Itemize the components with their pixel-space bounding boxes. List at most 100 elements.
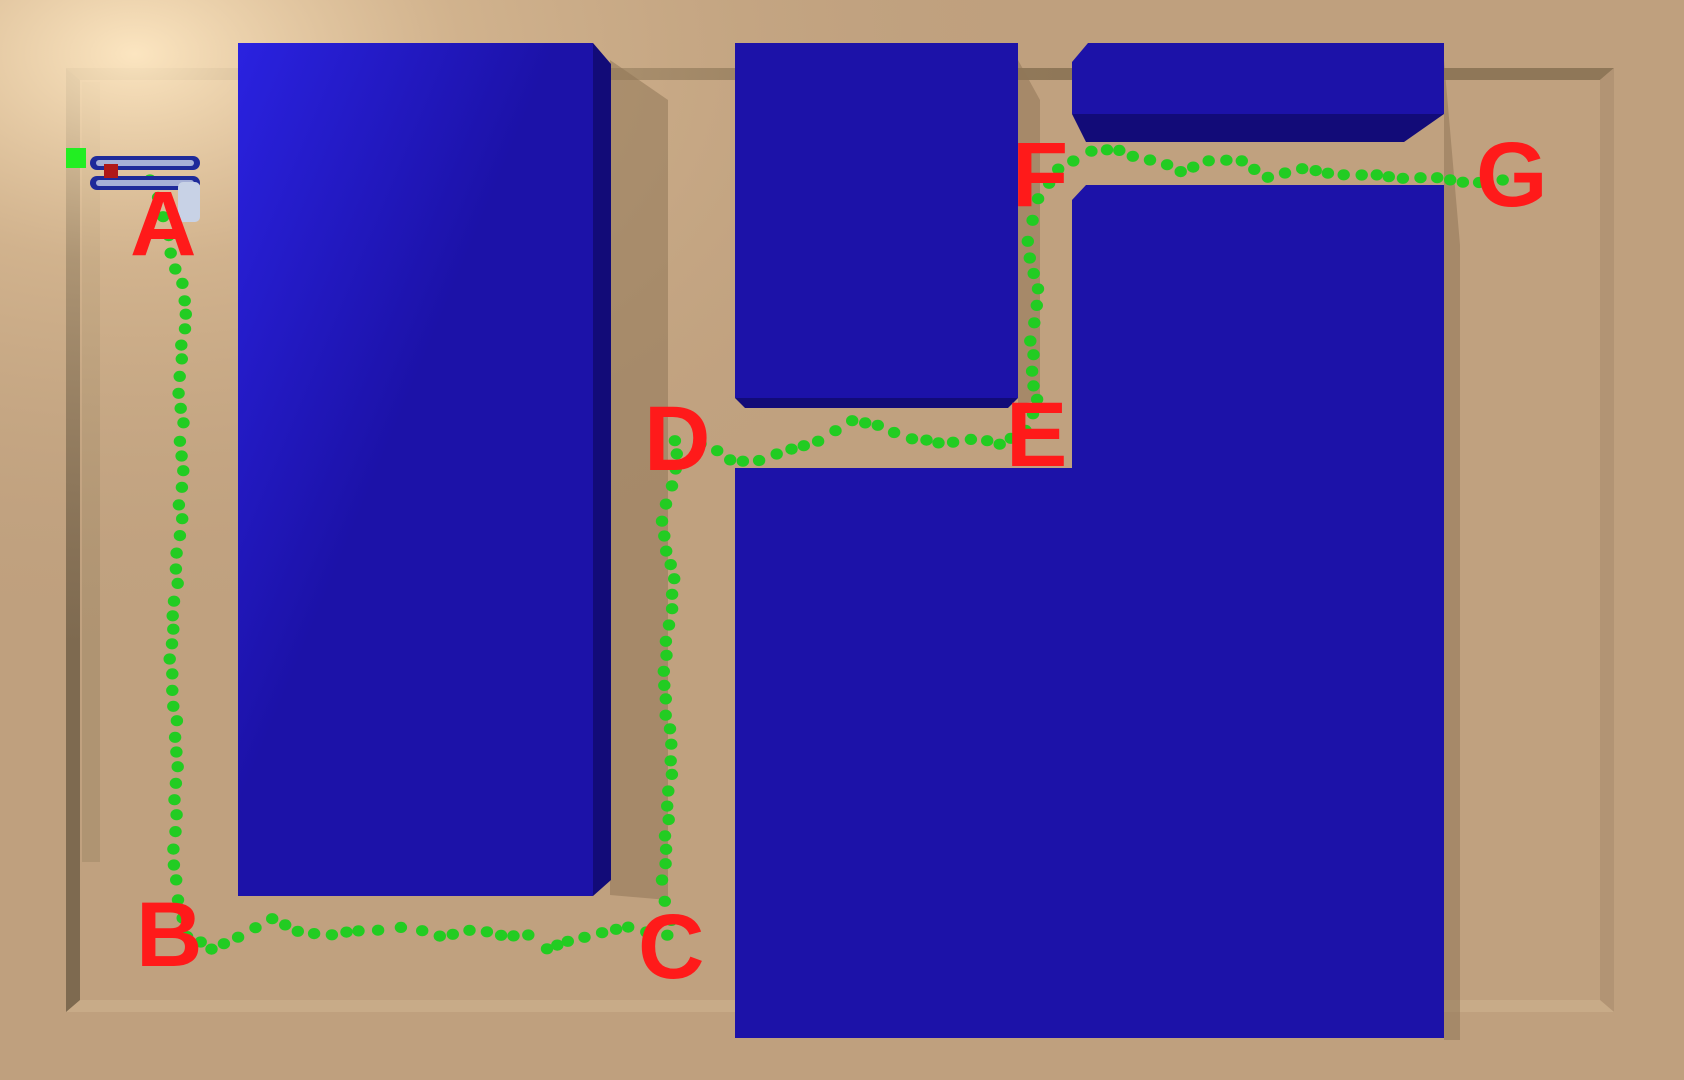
path-dot — [711, 445, 724, 457]
path-dot — [661, 800, 674, 812]
path-dot — [171, 761, 184, 773]
path-dot — [173, 435, 187, 447]
path-dot — [174, 402, 187, 414]
path-dot — [665, 480, 679, 492]
path-dot — [170, 874, 183, 886]
path-dot — [1414, 172, 1427, 184]
path-dot — [179, 308, 192, 320]
path-dot — [156, 211, 170, 223]
path-dot — [669, 463, 682, 475]
path-dot — [176, 277, 189, 289]
path-dot — [167, 843, 180, 855]
path-dot — [171, 894, 185, 906]
path-dot — [1355, 169, 1368, 181]
path-dot — [659, 635, 673, 647]
path-dot — [622, 921, 635, 933]
path-dot — [609, 923, 623, 935]
path-dot — [595, 927, 609, 939]
path-dot — [217, 938, 231, 950]
path-dot — [1431, 172, 1444, 184]
obstacle-lower-right — [735, 185, 1444, 1038]
path-dot — [170, 547, 183, 559]
obstacle-top-right-bar — [1072, 43, 1444, 142]
path-dot — [1220, 154, 1233, 166]
path-dot — [1309, 165, 1322, 177]
path-dot — [494, 929, 508, 941]
path-dot — [1030, 299, 1044, 311]
obstacle-upper-middle — [735, 43, 1018, 408]
waypoint-labels: A B C D E F G — [130, 124, 1548, 998]
path-dot — [1085, 145, 1098, 157]
path-dot — [176, 912, 189, 924]
path-dot — [266, 913, 279, 925]
path-dot — [1202, 155, 1215, 167]
path-dot — [659, 498, 673, 510]
path-dot — [1187, 161, 1200, 173]
path-dot — [1456, 176, 1470, 188]
path-dot — [162, 230, 175, 242]
path-dot — [1027, 267, 1040, 280]
path-dot — [1027, 380, 1040, 392]
path-dot — [172, 499, 186, 511]
path-dot — [1496, 174, 1509, 186]
path-dot — [167, 595, 181, 607]
waypoint-label-c: C — [638, 896, 704, 998]
path-dot — [658, 679, 671, 692]
path-dot — [1019, 424, 1032, 436]
path-dot — [670, 448, 683, 460]
path-dot — [1100, 144, 1114, 156]
waypoint-label-a: A — [130, 173, 196, 275]
path-dot — [169, 263, 182, 275]
path-dot — [1235, 155, 1249, 167]
path-dot — [1174, 166, 1187, 178]
path-dot — [1143, 154, 1157, 166]
path-dot — [724, 454, 737, 466]
path-dot — [1024, 335, 1037, 347]
path-dot — [170, 809, 183, 821]
path-dot — [416, 925, 429, 937]
path-dot — [736, 455, 750, 467]
path-dot — [249, 922, 262, 934]
path-dot — [1052, 163, 1065, 175]
path-dot — [194, 936, 207, 948]
path-dot — [175, 481, 189, 493]
path-dot — [205, 943, 218, 955]
path-dot — [920, 434, 933, 446]
path-dot — [665, 588, 679, 600]
path-dot — [946, 436, 960, 448]
path-dot — [394, 921, 408, 934]
path-dot — [522, 929, 535, 941]
path-dot — [694, 438, 707, 450]
path-dot — [507, 930, 520, 942]
path-dot — [168, 731, 182, 743]
path-dot — [166, 668, 179, 680]
path-dot — [905, 433, 919, 445]
path-dot — [664, 755, 677, 767]
path-dot — [1025, 365, 1039, 377]
waypoint-label-d: D — [644, 388, 710, 490]
path-dot — [655, 515, 669, 527]
path-dot — [164, 247, 177, 259]
trajectory-path — [143, 144, 1509, 955]
path-dot — [169, 777, 183, 789]
path-dot — [665, 914, 678, 927]
path-dot — [660, 649, 673, 661]
path-dot — [1031, 193, 1045, 205]
path-dot — [668, 573, 681, 585]
path-dot — [167, 700, 180, 712]
path-dot — [1021, 235, 1034, 247]
path-dot — [1030, 393, 1044, 405]
path-dot — [1031, 283, 1045, 295]
path-dot — [551, 939, 564, 951]
path-dot — [660, 545, 673, 557]
path-dot — [770, 448, 783, 460]
path-dot — [846, 415, 859, 427]
path-dot — [166, 610, 179, 622]
path-dot — [657, 665, 670, 677]
path-dot — [1370, 169, 1384, 181]
path-dot — [167, 623, 180, 635]
path-dot — [932, 437, 945, 449]
path-dot — [578, 931, 591, 943]
path-dot — [171, 577, 184, 590]
